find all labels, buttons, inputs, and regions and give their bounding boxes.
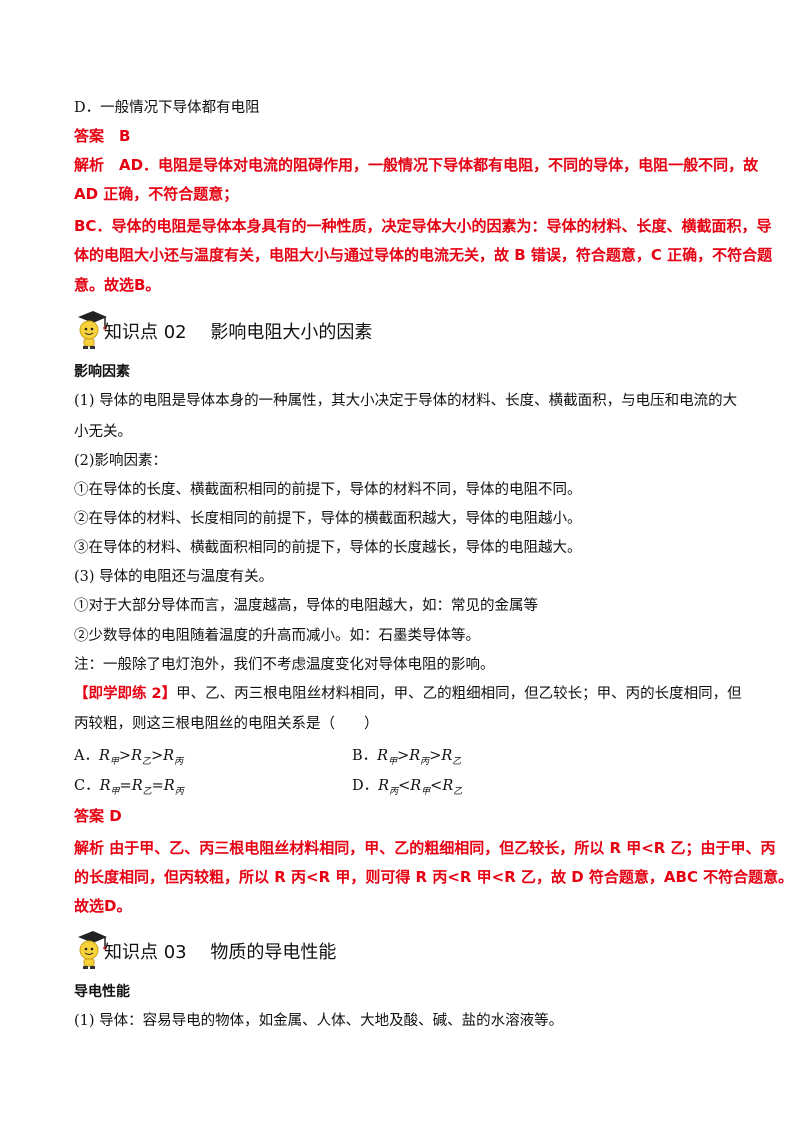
note-paragraph: 注：一般除了电灯泡外，我们不考虑温度变化对导体电阻的影响。 — [74, 657, 495, 673]
option-d: D．R丙<R甲<R乙 — [352, 776, 462, 802]
section-title: 知识点 02 影响电阻大小的因素 — [104, 322, 373, 343]
operator: = — [151, 778, 164, 794]
resistance-symbol: R — [131, 778, 143, 794]
paragraph: (1) 导体：容易导电的物体，如金属、人体、大地及酸、碱、盐的水溶液等。 — [74, 1013, 564, 1029]
paragraph: (2)影响因素： — [74, 453, 168, 469]
option-d-text: D．一般情况下导体都有电阻 — [74, 100, 260, 116]
subscript: 乙 — [142, 786, 152, 797]
option-letter: A． — [74, 748, 99, 764]
operator: > — [429, 748, 442, 764]
exercise-tag: 【即学即练 2】 — [74, 686, 177, 702]
paragraph: ①在导体的长度、横截面积相同的前提下，导体的材料不同，导体的电阻不同。 — [74, 482, 582, 498]
operator: > — [118, 748, 132, 764]
subscript: 乙 — [453, 786, 463, 797]
subscript: 丙 — [420, 756, 430, 767]
analysis-line: BC．导体的电阻是导体本身具有的一种性质，决定导体大小的因素为：导体的材料、长度… — [74, 217, 772, 235]
option-letter: C． — [74, 778, 100, 794]
subscript: 丙 — [389, 786, 399, 797]
resistance-symbol: R — [377, 748, 389, 764]
resistance-symbol: R — [163, 778, 175, 794]
paragraph: (1) 导体的电阻是导体本身的一种属性，其大小决定于导体的材料、长度、横截面积，… — [74, 393, 738, 409]
option-letter: D． — [352, 778, 379, 794]
operator: < — [398, 778, 411, 794]
paragraph: ②在导体的材料、长度相同的前提下，导体的横截面积越大，导体的电阻越小。 — [74, 511, 582, 527]
resistance-symbol: R — [99, 778, 111, 794]
question-text: 丙较粗，则这三根电阻丝的电阻关系是（ ） — [74, 716, 379, 732]
analysis-line: 的长度相同，但丙较粗，所以 R 丙<R 甲，则可得 R 丙<R 甲<R 乙，故 … — [74, 868, 794, 886]
analysis-line: 故选D。 — [74, 897, 132, 915]
answer-line: 答案 D — [74, 807, 122, 825]
exercise-question: 【即学即练 2】甲、乙、丙三根电阻丝材料相同，甲、乙的粗细相同，但乙较长；甲、丙… — [74, 684, 742, 704]
analysis-line: 解析 由于甲、乙、丙三根电阻丝材料相同，甲、乙的粗细相同，但乙较长，所以 R 甲… — [74, 839, 776, 857]
analysis-line: 体的电阻大小还与温度有关，电阻大小与通过导体的电流无关，故 B 错误，符合题意，… — [74, 246, 773, 264]
question-text: 甲、乙、丙三根电阻丝材料相同，甲、乙的粗细相同，但乙较长；甲、丙的长度相同，但 — [176, 686, 742, 702]
resistance-symbol: R — [441, 748, 453, 764]
resistance-symbol: R — [378, 778, 390, 794]
option-b: B．R甲>R丙>R乙 — [352, 746, 461, 772]
resistance-symbol: R — [163, 748, 175, 764]
paragraph: ②少数导体的电阻随着温度的升高而减小。如：石墨类导体等。 — [74, 628, 480, 644]
subscript: 甲 — [388, 756, 398, 767]
section-title: 知识点 03 物质的导电性能 — [104, 942, 337, 963]
option-a: A．R甲>R乙>R丙 — [74, 746, 183, 772]
subscript: 丙 — [174, 786, 184, 797]
resistance-symbol: R — [410, 778, 422, 794]
paragraph: ①对于大部分导体而言，温度越高，导体的电阻越大，如：常见的金属等 — [74, 598, 538, 614]
resistance-symbol: R — [131, 748, 142, 764]
operator: > — [151, 748, 164, 764]
analysis-line: AD 正确，不符合题意； — [74, 185, 239, 203]
paragraph: 小无关。 — [74, 424, 132, 440]
scholar-icon — [74, 308, 110, 352]
paragraph: (3) 导体的电阻还与温度有关。 — [74, 569, 274, 585]
resistance-symbol: R — [409, 748, 421, 764]
option-letter: B． — [352, 748, 378, 764]
subscript: 甲 — [109, 756, 119, 767]
subscript: 甲 — [421, 786, 431, 797]
operator: = — [119, 778, 132, 794]
paragraph: ③在导体的材料、横截面积相同的前提下，导体的长度越长，导体的电阻越大。 — [74, 540, 582, 556]
section-heading: 影响因素 — [74, 364, 130, 380]
resistance-symbol: R — [442, 778, 454, 794]
resistance-symbol: R — [98, 748, 110, 764]
subscript: 丙 — [174, 756, 184, 767]
subscript: 甲 — [110, 786, 120, 797]
subscript: 乙 — [142, 756, 152, 767]
answer-line: 答案 B — [74, 127, 131, 145]
option-c: C．R甲=R乙=R丙 — [74, 776, 184, 802]
analysis-line: 意。故选B。 — [74, 276, 161, 294]
operator: > — [397, 748, 410, 764]
operator: < — [430, 778, 443, 794]
analysis-line: 解析 AD．电阻是导体对电流的阻碍作用，一般情况下导体都有电阻，不同的导体，电阻… — [74, 156, 759, 174]
subscript: 乙 — [452, 756, 462, 767]
scholar-icon — [74, 928, 110, 972]
section-heading: 导电性能 — [74, 984, 130, 1000]
